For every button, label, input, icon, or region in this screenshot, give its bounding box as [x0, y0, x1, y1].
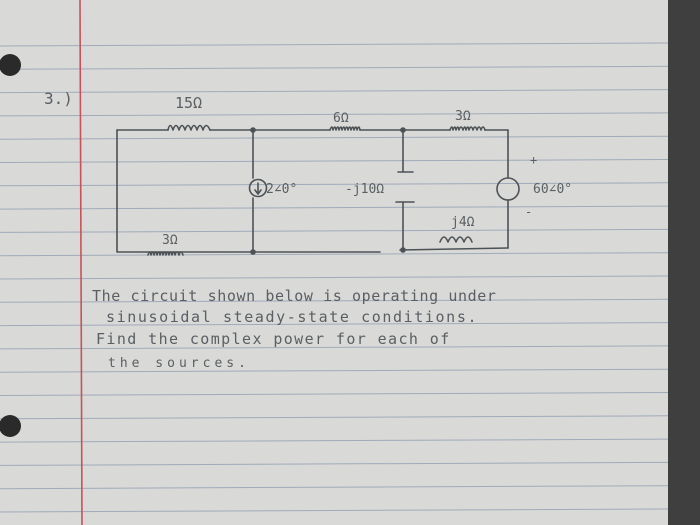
ruled-line	[0, 345, 669, 350]
binder-hole-top	[0, 54, 21, 76]
ruled-line	[0, 205, 669, 210]
resistor-3-bottom-symbol	[147, 251, 184, 256]
statement-line-4: the sources.	[108, 356, 250, 371]
ruled-line	[0, 415, 669, 420]
resistor-15-symbol	[167, 124, 211, 131]
ruled-line	[0, 182, 669, 187]
inductor-j4-symbol	[439, 236, 473, 243]
binder-hole-bottom	[0, 415, 21, 437]
ruled-line	[0, 461, 669, 466]
resistor-3-top-symbol	[449, 126, 486, 131]
ruled-line	[0, 275, 669, 280]
ruled-line	[0, 228, 669, 233]
ruled-line	[0, 42, 669, 47]
ruled-line	[0, 508, 669, 513]
label-voltage-plus: +	[530, 153, 537, 167]
ruled-line	[0, 65, 669, 70]
label-resistor-3-top: 3Ω	[455, 109, 471, 124]
label-resistor-6: 6Ω	[333, 111, 349, 126]
margin-line	[79, 0, 83, 525]
paper-edge-shadow	[668, 0, 700, 525]
label-resistor-3-bottom: 3Ω	[162, 233, 178, 248]
wire-left-bottom	[116, 129, 381, 253]
ruled-line	[0, 89, 669, 94]
ruled-line	[0, 485, 669, 490]
paper-sheet	[0, 0, 668, 525]
statement-line-2: sinusoidal steady-state conditions.	[106, 308, 478, 326]
ruled-line	[0, 298, 669, 303]
label-voltage-source: 60∠0°	[533, 182, 572, 197]
statement-line-1: The circuit shown below is operating und…	[92, 287, 497, 305]
ruled-line	[0, 252, 669, 257]
label-resistor-15: 15Ω	[175, 94, 202, 112]
statement-line-3: Find the complex power for each of	[96, 330, 451, 348]
current-source-symbol	[248, 178, 268, 198]
ruled-line	[0, 112, 669, 117]
wire-bottom-right	[399, 247, 509, 251]
voltage-source-symbol	[496, 177, 520, 201]
label-capacitor: -j10Ω	[345, 182, 384, 197]
ruled-lines	[0, 42, 669, 513]
resistor-6-symbol	[329, 126, 361, 131]
label-inductor: j4Ω	[451, 215, 475, 230]
ruled-line	[0, 135, 669, 140]
current-arrow-head-icon	[254, 189, 262, 195]
problem-number: 3.)	[44, 89, 73, 108]
circuit-diagram	[116, 124, 520, 256]
ruled-line	[0, 322, 669, 327]
ruled-line	[0, 438, 669, 443]
label-voltage-minus: -	[525, 205, 532, 219]
ruled-line	[0, 368, 669, 373]
ruled-line	[0, 392, 669, 396]
ruled-line	[0, 159, 669, 163]
label-current-source: 2∠0°	[266, 182, 297, 197]
